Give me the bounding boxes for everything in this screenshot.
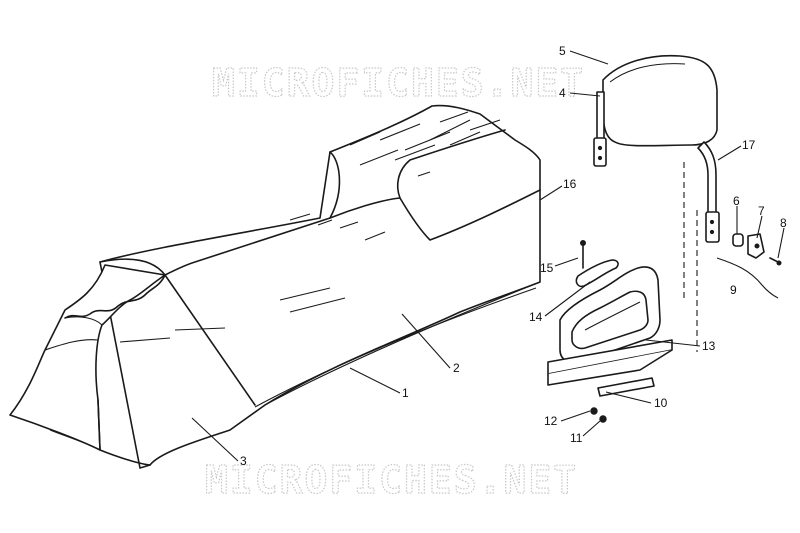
callout-leaders [191,50,785,462]
callout-1: 1 [402,386,409,400]
callout-10: 10 [654,396,668,410]
seat-assembly [9,104,541,469]
callout-9: 9 [730,283,737,297]
callout-2: 2 [453,361,460,375]
callout-3: 3 [240,454,247,468]
callout-15: 15 [540,261,554,275]
watermark-bottom: MICROFICHES.NET [205,458,578,502]
callout-6: 6 [733,194,740,208]
callout-14: 14 [529,310,543,324]
seat-bracket-assembly [547,240,673,423]
callout-5: 5 [559,44,566,58]
callout-4: 4 [559,86,566,100]
callout-11: 11 [570,431,583,445]
callout-labels: 5 4 17 6 7 8 9 16 15 14 13 10 12 11 1 2 … [240,44,787,468]
callout-17: 17 [742,138,756,152]
callout-13: 13 [702,339,716,353]
callout-16: 16 [563,177,577,191]
callout-8: 8 [780,216,787,230]
callout-12: 12 [544,414,558,428]
watermark-top: MICROFICHES.NET [212,61,585,105]
callout-7: 7 [758,204,765,218]
backrest-assembly [593,54,782,352]
